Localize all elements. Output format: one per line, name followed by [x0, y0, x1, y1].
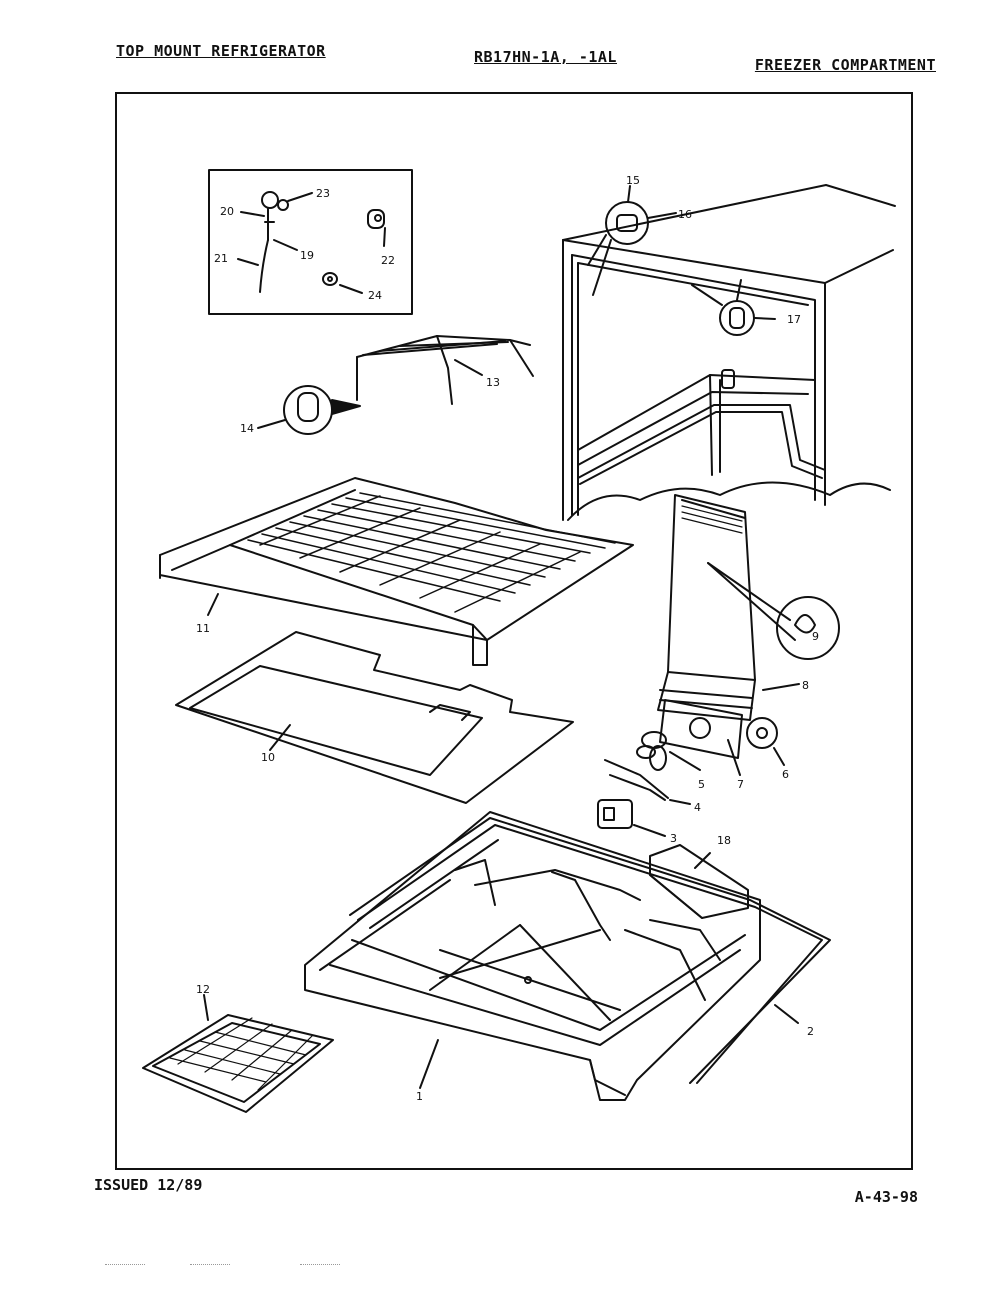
callout-3: 3 [670, 832, 677, 845]
callout-14: 14 [240, 422, 254, 435]
freezer-floor-part-1 [304, 811, 761, 1101]
bulb-part-14 [257, 385, 361, 435]
diagram-frame [115, 92, 913, 1170]
callout-13: 13 [486, 376, 500, 389]
light-socket-part-17 [691, 279, 776, 336]
callout-7: 7 [737, 778, 744, 791]
callout-22: 22 [381, 254, 395, 267]
header-product-type: TOP MOUNT REFRIGERATOR [116, 42, 326, 60]
scan-artifact-divider [300, 1264, 340, 1266]
callout-19: 19 [300, 249, 314, 262]
motor-bracket-part-4 [604, 759, 691, 805]
callout-labels: 1 2 3 4 5 6 7 8 9 10 11 12 13 14 15 16 1… [196, 174, 819, 1103]
header-model-number: RB17HN-1A, -1AL [474, 48, 617, 66]
ice-tray-part-12 [142, 994, 334, 1113]
fan-blade-part-5 [636, 731, 701, 771]
callout-16: 16 [678, 208, 692, 221]
callout-1: 1 [416, 1090, 423, 1103]
callout-11: 11 [196, 622, 210, 635]
freezer-shelf-part-11 [159, 477, 634, 666]
fan-motor-part-3 [597, 799, 666, 837]
light-socket-callout-15-16 [587, 185, 677, 296]
grommet-part-6 [746, 717, 785, 766]
scan-artifact-divider [190, 1264, 230, 1266]
callout-5: 5 [698, 778, 705, 791]
callout-15: 15 [626, 174, 640, 187]
footer-issue-date: ISSUED 12/89 [94, 1176, 203, 1194]
cabinet-freezer-section [562, 184, 896, 521]
evaporator-cover-part-10 [175, 631, 574, 804]
small-parts-inset [208, 169, 413, 315]
gasket-strip-part-2 [349, 817, 831, 1084]
callout-12: 12 [196, 983, 210, 996]
callout-8: 8 [802, 679, 809, 692]
callout-9: 9 [812, 630, 819, 643]
clip-part-9 [776, 596, 840, 660]
callout-17: 17 [787, 313, 801, 326]
callout-6: 6 [782, 768, 789, 781]
callout-2: 2 [807, 1025, 814, 1038]
callout-18: 18 [717, 834, 731, 847]
fan-shroud-part-8 [657, 494, 800, 721]
callout-4: 4 [694, 801, 701, 814]
callout-20: 20 [220, 205, 234, 218]
scan-artifact-divider [105, 1264, 145, 1266]
callout-24: 24 [368, 289, 382, 302]
callout-10: 10 [261, 751, 275, 764]
drain-cover-part-18 [649, 844, 749, 919]
footer-document-number: A-43-98 [854, 1188, 918, 1206]
callout-21: 21 [214, 252, 228, 265]
callout-23: 23 [316, 187, 330, 200]
header-section-title: FREEZER COMPARTMENT [754, 56, 936, 74]
fan-bracket-part-7 [659, 699, 743, 776]
light-shield-part-13 [356, 335, 534, 405]
